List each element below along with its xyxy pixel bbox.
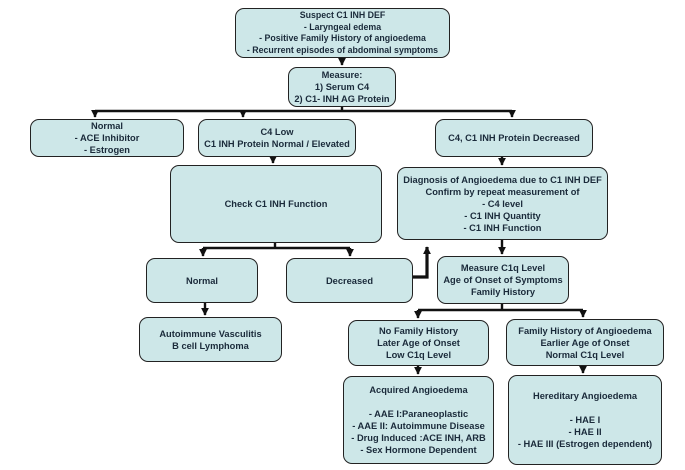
node-line: - HAE II (568, 427, 602, 437)
node-function-normal: Normal (146, 258, 258, 303)
node-family-history: Family History of Angioedema Earlier Age… (506, 319, 664, 366)
node-check-c1-inh-function: Check C1 INH Function (170, 165, 382, 243)
node-line: Family History (470, 287, 536, 297)
node-line: 2) C1- INH AG Protein (294, 94, 390, 104)
node-line: Diagnosis of Angioedema due to C1 INH DE… (403, 174, 602, 185)
node-line: - C4 level (482, 198, 523, 209)
node-normal-ace-estrogen: Normal - ACE Inhibitor - Estrogen (30, 119, 184, 157)
node-line: Normal C1q Level (545, 349, 625, 360)
node-acquired-angioedema: Acquired Angioedema - AAE I:Paraneoplast… (343, 376, 494, 464)
node-line: Measure C1q Level (460, 263, 546, 273)
node-no-family-history: No Family History Later Age of Onset Low… (348, 320, 489, 366)
node-line: Hereditary Angioedema (532, 391, 638, 401)
node-line: Check C1 INH Function (224, 199, 328, 209)
node-hereditary-angioedema: Hereditary Angioedema - HAE I - HAE II -… (508, 375, 662, 465)
node-line: Family History of Angioedema (518, 325, 652, 336)
edge-decreased-to-diagnosis (413, 246, 431, 279)
node-line: Later Age of Onset (377, 338, 460, 348)
node-line: Suspect C1 INH DEF (299, 10, 386, 20)
node-line: - AAE II: Autoimmune Disease (352, 421, 485, 431)
node-line: - AAE I:Paraneoplastic (368, 409, 469, 419)
node-line: Measure: (321, 70, 363, 80)
node-line: - C1 INH Function (463, 222, 542, 233)
node-line: C4, C1 INH Protein Decreased (448, 133, 580, 143)
node-line: - Drug Induced :ACE INH, ARB (351, 433, 486, 443)
node-measure-serum: Measure: 1) Serum C4 2) C1- INH AG Prote… (288, 67, 396, 107)
node-line: Normal (90, 121, 124, 131)
node-line: - Sex Hormone Dependent (360, 445, 477, 455)
node-line: Earlier Age of Onset (540, 337, 630, 348)
node-line: No Family History (378, 326, 459, 336)
node-line: Confirm by repeat measurement of (425, 186, 580, 197)
node-c4-c1-decreased: C4, C1 INH Protein Decreased (435, 119, 593, 157)
node-line: C4 Low (260, 127, 294, 137)
node-measure-c1q: Measure C1q Level Age of Onset of Sympto… (437, 256, 569, 304)
node-function-decreased: Decreased (286, 258, 413, 303)
node-line: - Estrogen (84, 145, 130, 155)
node-line: - HAE III (Estrogen dependent) (517, 439, 653, 449)
node-line: Acquired Angioedema (369, 385, 468, 395)
node-line: Age of Onset of Symptoms (443, 275, 563, 285)
node-line: C1 INH Protein Normal / Elevated (204, 139, 350, 149)
node-line: - Positive Family History of angioedema (259, 33, 426, 43)
node-line: - C1 INH Quantity (464, 210, 541, 221)
node-line: Low C1q Level (385, 350, 452, 360)
node-line: Autoimmune Vasculitis (159, 328, 262, 339)
node-suspect-c1-inh-def: Suspect C1 INH DEF - Laryngeal edema - P… (235, 8, 450, 58)
node-line: - ACE Inhibitor (74, 133, 140, 143)
node-line: Normal (185, 275, 219, 286)
node-line: B cell Lymphoma (172, 340, 249, 351)
node-c4-low: C4 Low C1 INH Protein Normal / Elevated (198, 119, 356, 157)
node-line: - HAE I (569, 415, 601, 425)
node-line: - Recurrent episodes of abdominal sympto… (246, 44, 439, 55)
node-line: - Laryngeal edema (303, 21, 382, 32)
node-autoimmune-vasculitis: Autoimmune Vasculitis B cell Lymphoma (139, 317, 282, 362)
node-diagnosis-angioedema: Diagnosis of Angioedema due to C1 INH DE… (397, 167, 608, 240)
node-line: Decreased (325, 275, 374, 286)
node-line: 1) Serum C4 (314, 82, 370, 92)
